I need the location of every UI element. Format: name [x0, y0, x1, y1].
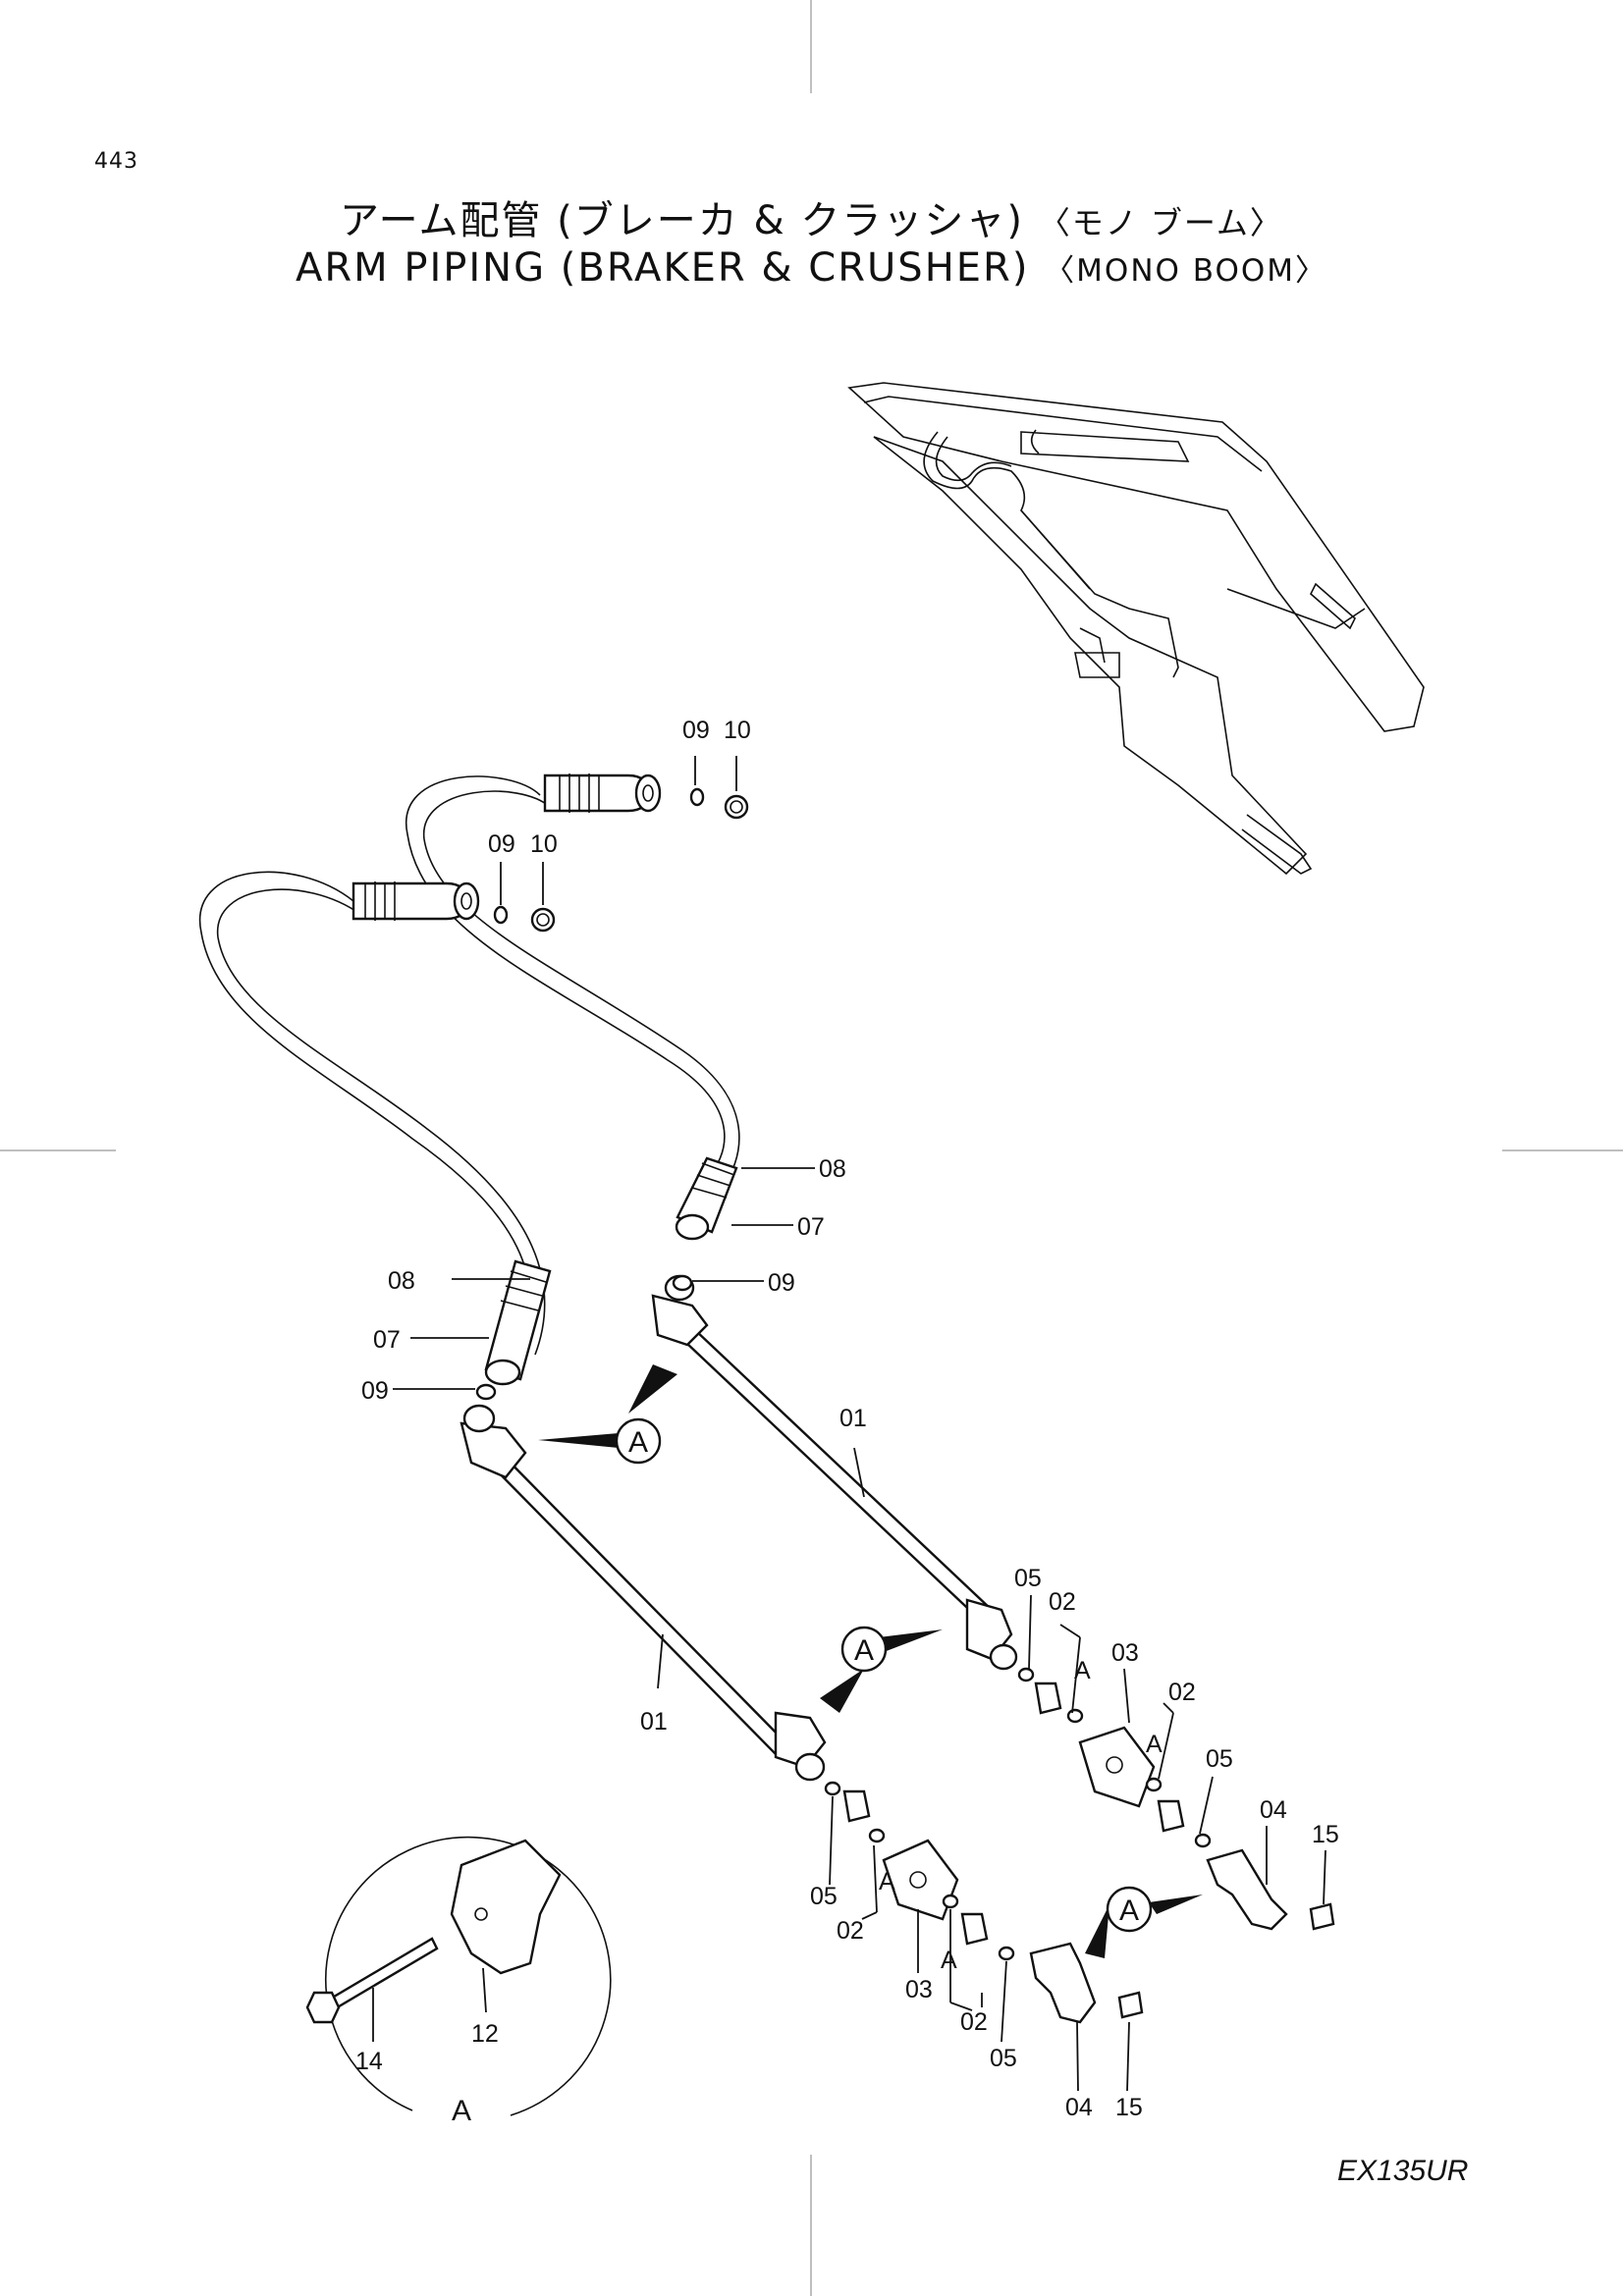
label-detail-14: 14 [355, 2048, 383, 2075]
label-right-15: 15 [1312, 1821, 1339, 1848]
label-right-a1: A [1074, 1657, 1091, 1684]
title-english: ARM PIPING (BRAKER & CRUSHER) 〈MONO BOOM… [0, 245, 1623, 291]
label-right-04: 04 [1260, 1796, 1287, 1824]
oring-left-09 [475, 1383, 497, 1401]
leader-lines [393, 756, 1326, 2092]
callout-a-1: A [628, 1426, 648, 1459]
label-right-02a: 02 [1049, 1588, 1076, 1616]
label-left-a2: A [941, 1947, 957, 1974]
label-right-a2: A [1146, 1731, 1163, 1758]
title-japanese: アーム配管 (ブレーカ & クラッシャ) 〈モノ ブーム〉 [0, 188, 1623, 245]
label-right-05b: 05 [1206, 1745, 1233, 1773]
orings-top [689, 787, 749, 820]
label-detail-12: 12 [471, 2020, 499, 2048]
title-jp-main: アーム配管 (ブレーカ & クラッシャ) [340, 198, 1024, 243]
label-left-05a: 05 [810, 1883, 838, 1910]
oring-right-09 [672, 1274, 693, 1292]
label-left-15: 15 [1115, 2094, 1143, 2121]
label-mid-10: 10 [530, 830, 558, 858]
hose-right [405, 774, 740, 1241]
label-right-02b: 02 [1168, 1679, 1196, 1706]
label-left-02b: 02 [960, 2008, 988, 2036]
callout-a-3: A [1119, 1895, 1139, 1927]
label-left-03: 03 [905, 1976, 933, 2003]
label-right-07: 07 [797, 1213, 825, 1241]
detail-view-a [305, 1836, 612, 2116]
label-left-02a: 02 [837, 1917, 864, 1945]
title-jp-suffix: 〈モノ ブーム〉 [1038, 204, 1283, 241]
label-right-01: 01 [839, 1405, 867, 1432]
label-right-05a: 05 [1014, 1565, 1042, 1592]
label-right-09: 09 [768, 1269, 795, 1297]
label-left-09: 09 [361, 1377, 389, 1405]
callout-arrow-1 [538, 1364, 677, 1465]
title-en-suffix: 〈MONO BOOM〉 [1044, 253, 1328, 289]
part-labels: 09 10 09 10 08 07 09 08 07 09 01 01 05 0… [355, 717, 1339, 2127]
hose-left [198, 871, 552, 1386]
label-detail-a: A [452, 2095, 471, 2127]
label-left-a1: A [879, 1868, 895, 1896]
label-left-04: 04 [1065, 2094, 1093, 2121]
label-left-05b: 05 [990, 2045, 1017, 2072]
orings-mid [493, 905, 556, 933]
label-top-10: 10 [724, 717, 751, 744]
callout-a-2: A [854, 1634, 874, 1667]
pipe-left-01 [460, 1404, 827, 1782]
label-right-03: 03 [1111, 1639, 1139, 1667]
model-code: EX135UR [1337, 2155, 1469, 2187]
label-mid-09: 09 [488, 830, 515, 858]
page-number: 443 [94, 149, 138, 174]
label-left-07: 07 [373, 1326, 401, 1354]
pipe-right-01 [651, 1274, 1018, 1671]
label-left-01: 01 [640, 1708, 668, 1735]
left-fitting-assembly [824, 1781, 1144, 2024]
label-right-08: 08 [819, 1155, 846, 1183]
label-top-09: 09 [682, 717, 710, 744]
label-left-08: 08 [388, 1267, 415, 1295]
arm-location-view [847, 382, 1425, 876]
callout-arrow-2 [820, 1626, 943, 1713]
callout-arrow-3 [1085, 1886, 1203, 1958]
right-fitting-assembly [1017, 1667, 1335, 1931]
title-en-main: ARM PIPING (BRAKER & CRUSHER) [295, 245, 1030, 291]
